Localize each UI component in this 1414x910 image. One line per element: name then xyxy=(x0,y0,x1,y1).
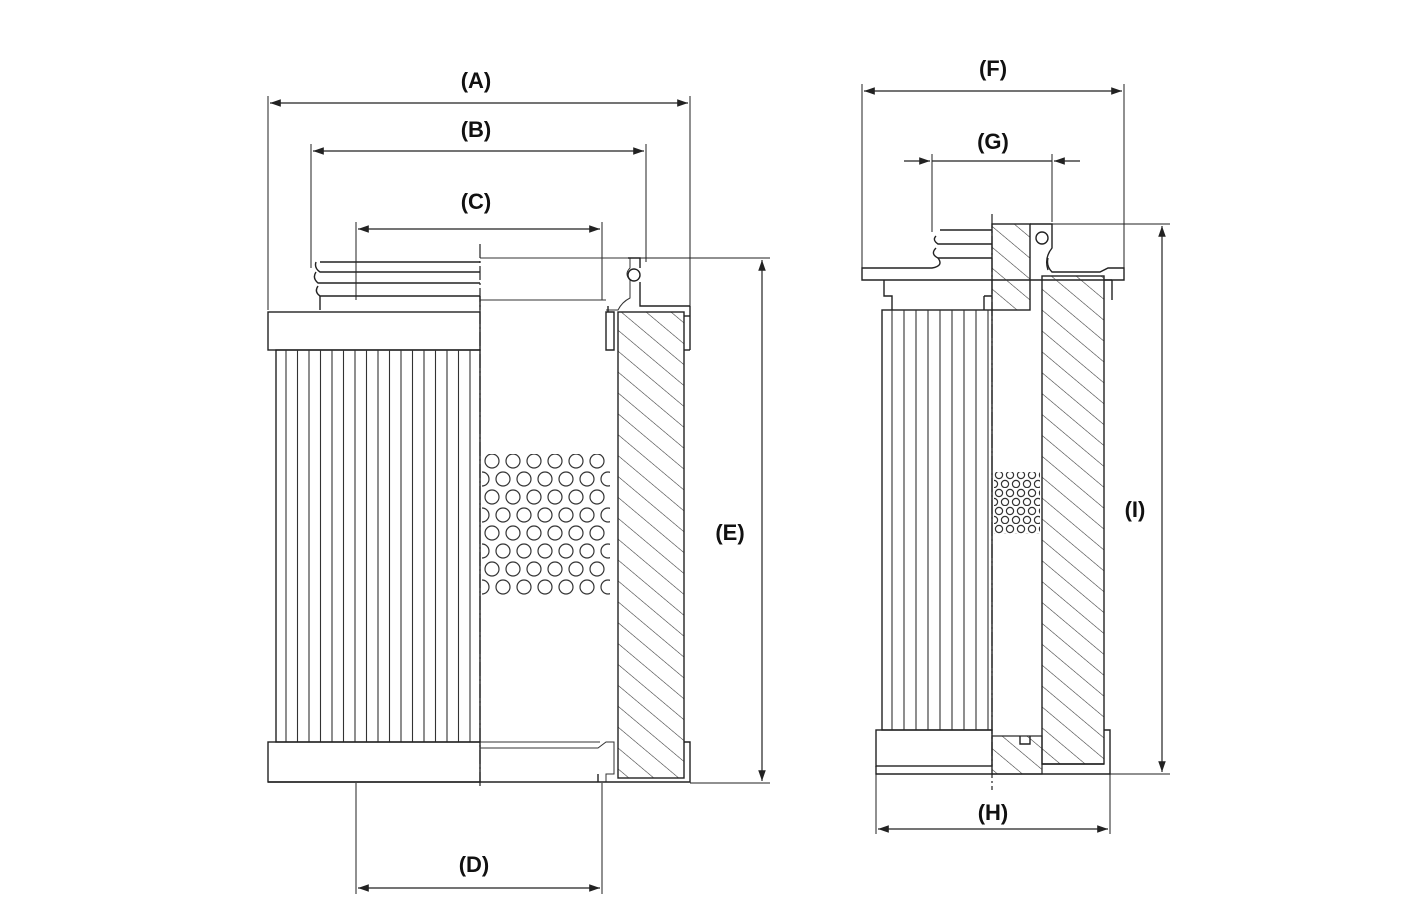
dimension-label-h: (H) xyxy=(978,800,1009,825)
dimension-label-c: (C) xyxy=(461,189,492,214)
pleated-media xyxy=(275,349,481,743)
dimension-label-e: (E) xyxy=(715,520,744,545)
side-perforated-core xyxy=(994,472,1040,534)
bottom-end-cap xyxy=(267,741,691,783)
dimension-label-a: (A) xyxy=(461,68,492,93)
dimension-i: (I) xyxy=(1050,223,1170,775)
top-end-cap xyxy=(267,306,615,351)
dimension-f: (F) xyxy=(861,56,1125,268)
front-view: (A) (B) (C) (D) (E) xyxy=(267,68,770,894)
dimension-label-d: (D) xyxy=(459,852,490,877)
side-pleated-media xyxy=(881,309,993,731)
dimension-label-b: (B) xyxy=(461,117,492,142)
dimension-b: (B) xyxy=(310,117,647,268)
dimension-g: (G) xyxy=(904,129,1080,232)
dimension-label-f: (F) xyxy=(979,56,1007,81)
top-seal-rings xyxy=(313,257,690,311)
dimension-label-i: (I) xyxy=(1125,497,1146,522)
dimension-c: (C) xyxy=(355,189,603,300)
dimension-label-g: (G) xyxy=(977,129,1009,154)
side-section-wall-hatched xyxy=(1041,275,1113,765)
dimension-e: (E) xyxy=(640,257,770,784)
dimension-h: (H) xyxy=(875,774,1111,834)
side-view: (F) (G) (H) (I) xyxy=(861,56,1170,834)
perforated-core xyxy=(482,454,610,596)
section-wall-hatched xyxy=(617,306,691,779)
dimension-d: (D) xyxy=(355,783,603,894)
dimension-a: (A) xyxy=(267,68,691,310)
